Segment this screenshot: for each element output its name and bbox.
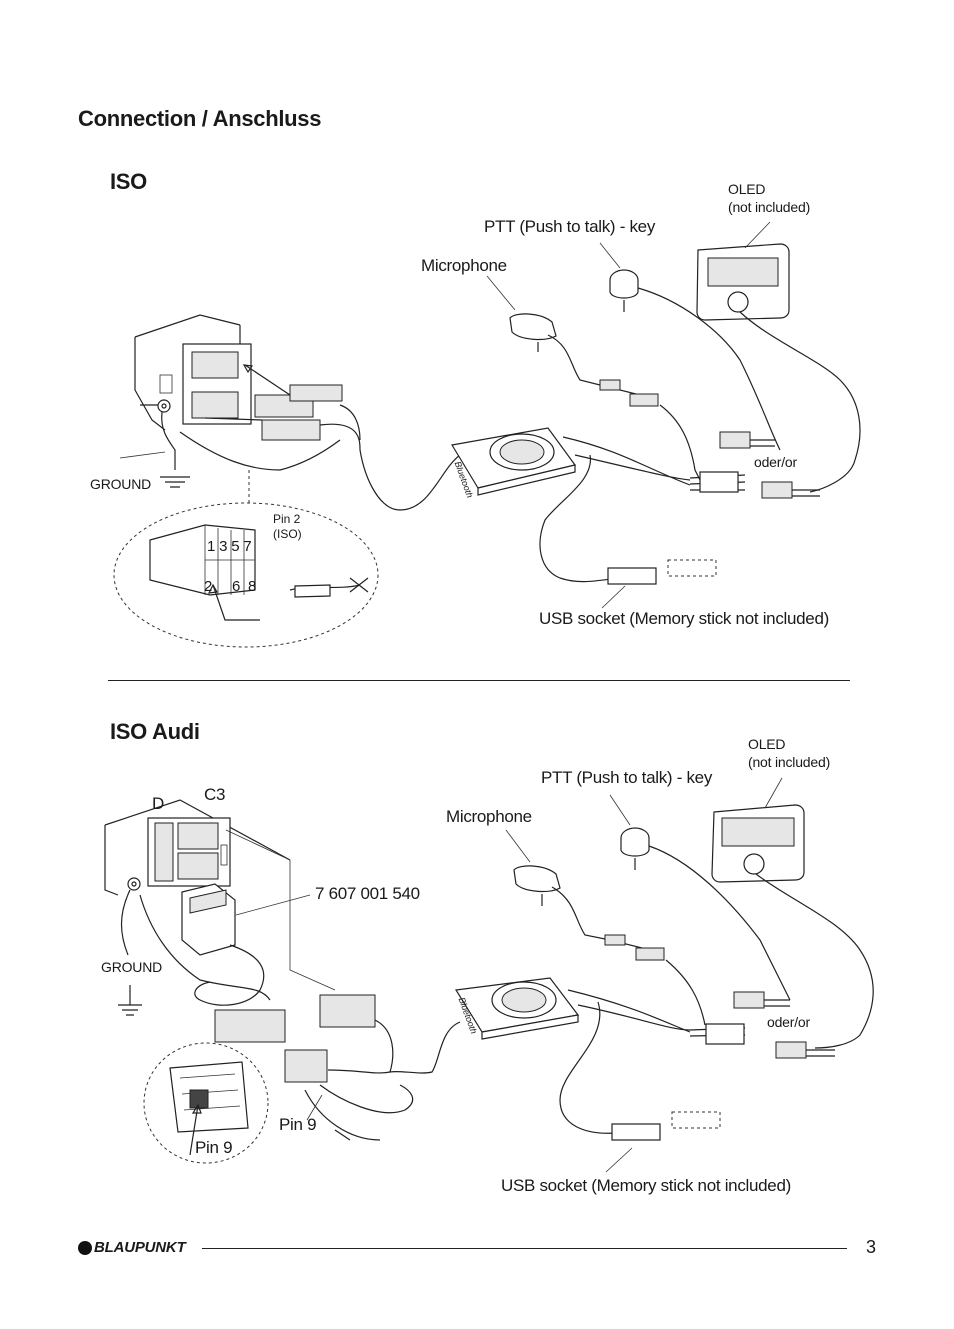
page-title: Connection / Anschluss xyxy=(78,106,322,131)
brand-logo: BLAUPUNKT xyxy=(94,1239,186,1256)
iso-audi-ground-label: GROUND xyxy=(101,959,163,975)
iso-audi-ptt-label: PTT (Push to talk) - key xyxy=(541,768,713,787)
iso-ptt-label: PTT (Push to talk) - key xyxy=(484,217,656,236)
iso-audi-oled-label: OLED (not included) xyxy=(748,736,831,770)
iso-audi-part-number: 7 607 001 540 xyxy=(315,884,420,903)
section-heading-iso-audi: ISO Audi xyxy=(110,719,200,744)
iso-ground-label: GROUND xyxy=(90,476,152,492)
iso-pin-numbers-top: 1 3 5 7 xyxy=(207,538,252,555)
iso-audi-usb-label: USB socket (Memory stick not included) xyxy=(501,1176,791,1195)
iso-audi-connector-c3-label: C3 xyxy=(204,785,226,804)
iso-oder-label: oder/or xyxy=(754,454,797,470)
brand-logo-dot xyxy=(78,1241,92,1255)
iso-pin-numbers-bottom: 2 6 8 xyxy=(204,578,257,595)
iso-audi-microphone-label: Microphone xyxy=(446,807,532,826)
footer-rule xyxy=(202,1248,847,1249)
iso-usb-label: USB socket (Memory stick not included) xyxy=(539,609,829,628)
iso-diagram xyxy=(113,221,861,648)
iso-pin2-label: Pin 2 (ISO) xyxy=(273,512,302,541)
iso-audi-pin9-label: Pin 9 xyxy=(279,1115,317,1134)
iso-audi-oder-label: oder/or xyxy=(767,1014,810,1030)
iso-audi-pin9-detail-label: Pin 9 xyxy=(195,1138,233,1157)
section-divider xyxy=(108,680,850,681)
iso-oled-label: OLED (not included) xyxy=(728,181,811,215)
page-number: 3 xyxy=(866,1237,877,1257)
section-heading-iso: ISO xyxy=(110,169,147,194)
iso-audi-diagram xyxy=(104,777,874,1173)
iso-audi-connector-d-label: D xyxy=(152,794,164,813)
iso-microphone-label: Microphone xyxy=(421,256,507,275)
